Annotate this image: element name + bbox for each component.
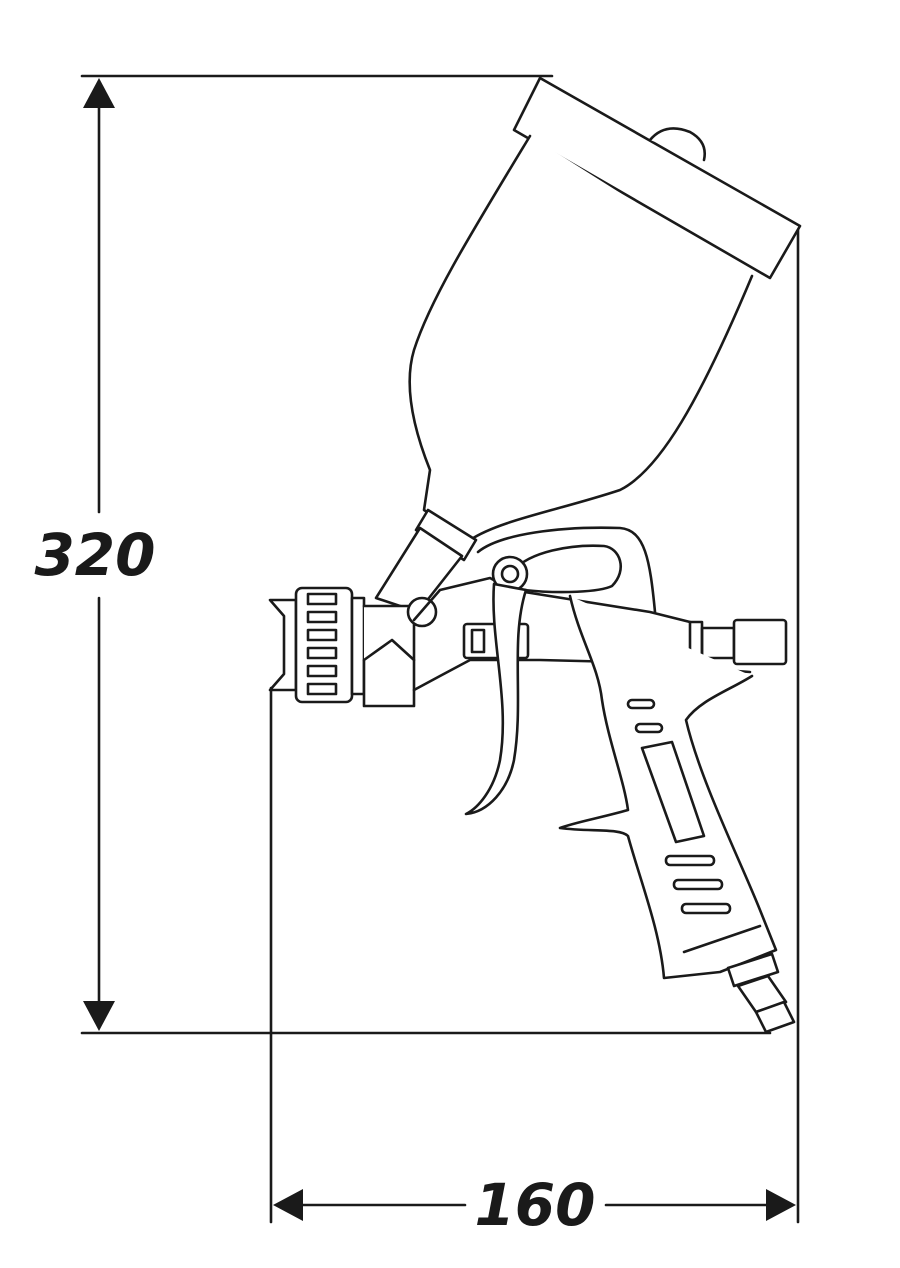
air-cap bbox=[268, 586, 366, 704]
paint-cup bbox=[374, 76, 802, 614]
handle-grip-3 bbox=[680, 902, 732, 915]
ring-grip-6 bbox=[306, 682, 338, 696]
air-valve-stem bbox=[700, 626, 736, 660]
handle-base-line bbox=[682, 924, 762, 954]
ring-collar bbox=[350, 596, 366, 696]
cup-outlet-nut bbox=[414, 508, 478, 562]
handle-grip-2 bbox=[672, 878, 724, 891]
lid-vent-knob bbox=[648, 127, 706, 162]
front-block bbox=[362, 638, 416, 708]
air-valve-knob bbox=[732, 618, 788, 666]
handle-slot-small-1 bbox=[626, 698, 656, 710]
air-connector-body bbox=[736, 974, 788, 1014]
ring-grip-2 bbox=[306, 610, 338, 624]
width-label: 160 bbox=[474, 1171, 595, 1239]
air-cap-horns bbox=[268, 598, 298, 692]
packing-nut-hex bbox=[470, 628, 486, 654]
width-dimension: 160 bbox=[269, 226, 800, 1239]
ring-grip-4 bbox=[306, 646, 338, 660]
ring-grip-1 bbox=[306, 592, 338, 606]
hanger-hook bbox=[476, 526, 657, 614]
trigger-pivot-inner bbox=[500, 564, 520, 584]
body-top-edge bbox=[412, 576, 692, 624]
gun-body bbox=[362, 526, 796, 1034]
width-arrow-left bbox=[273, 1189, 303, 1221]
handle-slot-long bbox=[640, 740, 706, 844]
trigger bbox=[464, 582, 528, 816]
height-label: 320 bbox=[34, 521, 155, 589]
air-connector-nut bbox=[726, 952, 780, 988]
air-connector-tip bbox=[754, 1000, 796, 1034]
height-arrow-bottom bbox=[83, 1001, 115, 1031]
width-arrow-right bbox=[766, 1189, 796, 1221]
height-dimension: 320 bbox=[34, 74, 772, 1035]
height-arrow-top bbox=[83, 78, 115, 108]
handle-slot-small-2 bbox=[634, 722, 664, 734]
ring-grip-5 bbox=[306, 664, 338, 678]
ring-grip-3 bbox=[306, 628, 338, 642]
cup-lid bbox=[512, 76, 802, 280]
handle-grip-1 bbox=[664, 854, 716, 867]
